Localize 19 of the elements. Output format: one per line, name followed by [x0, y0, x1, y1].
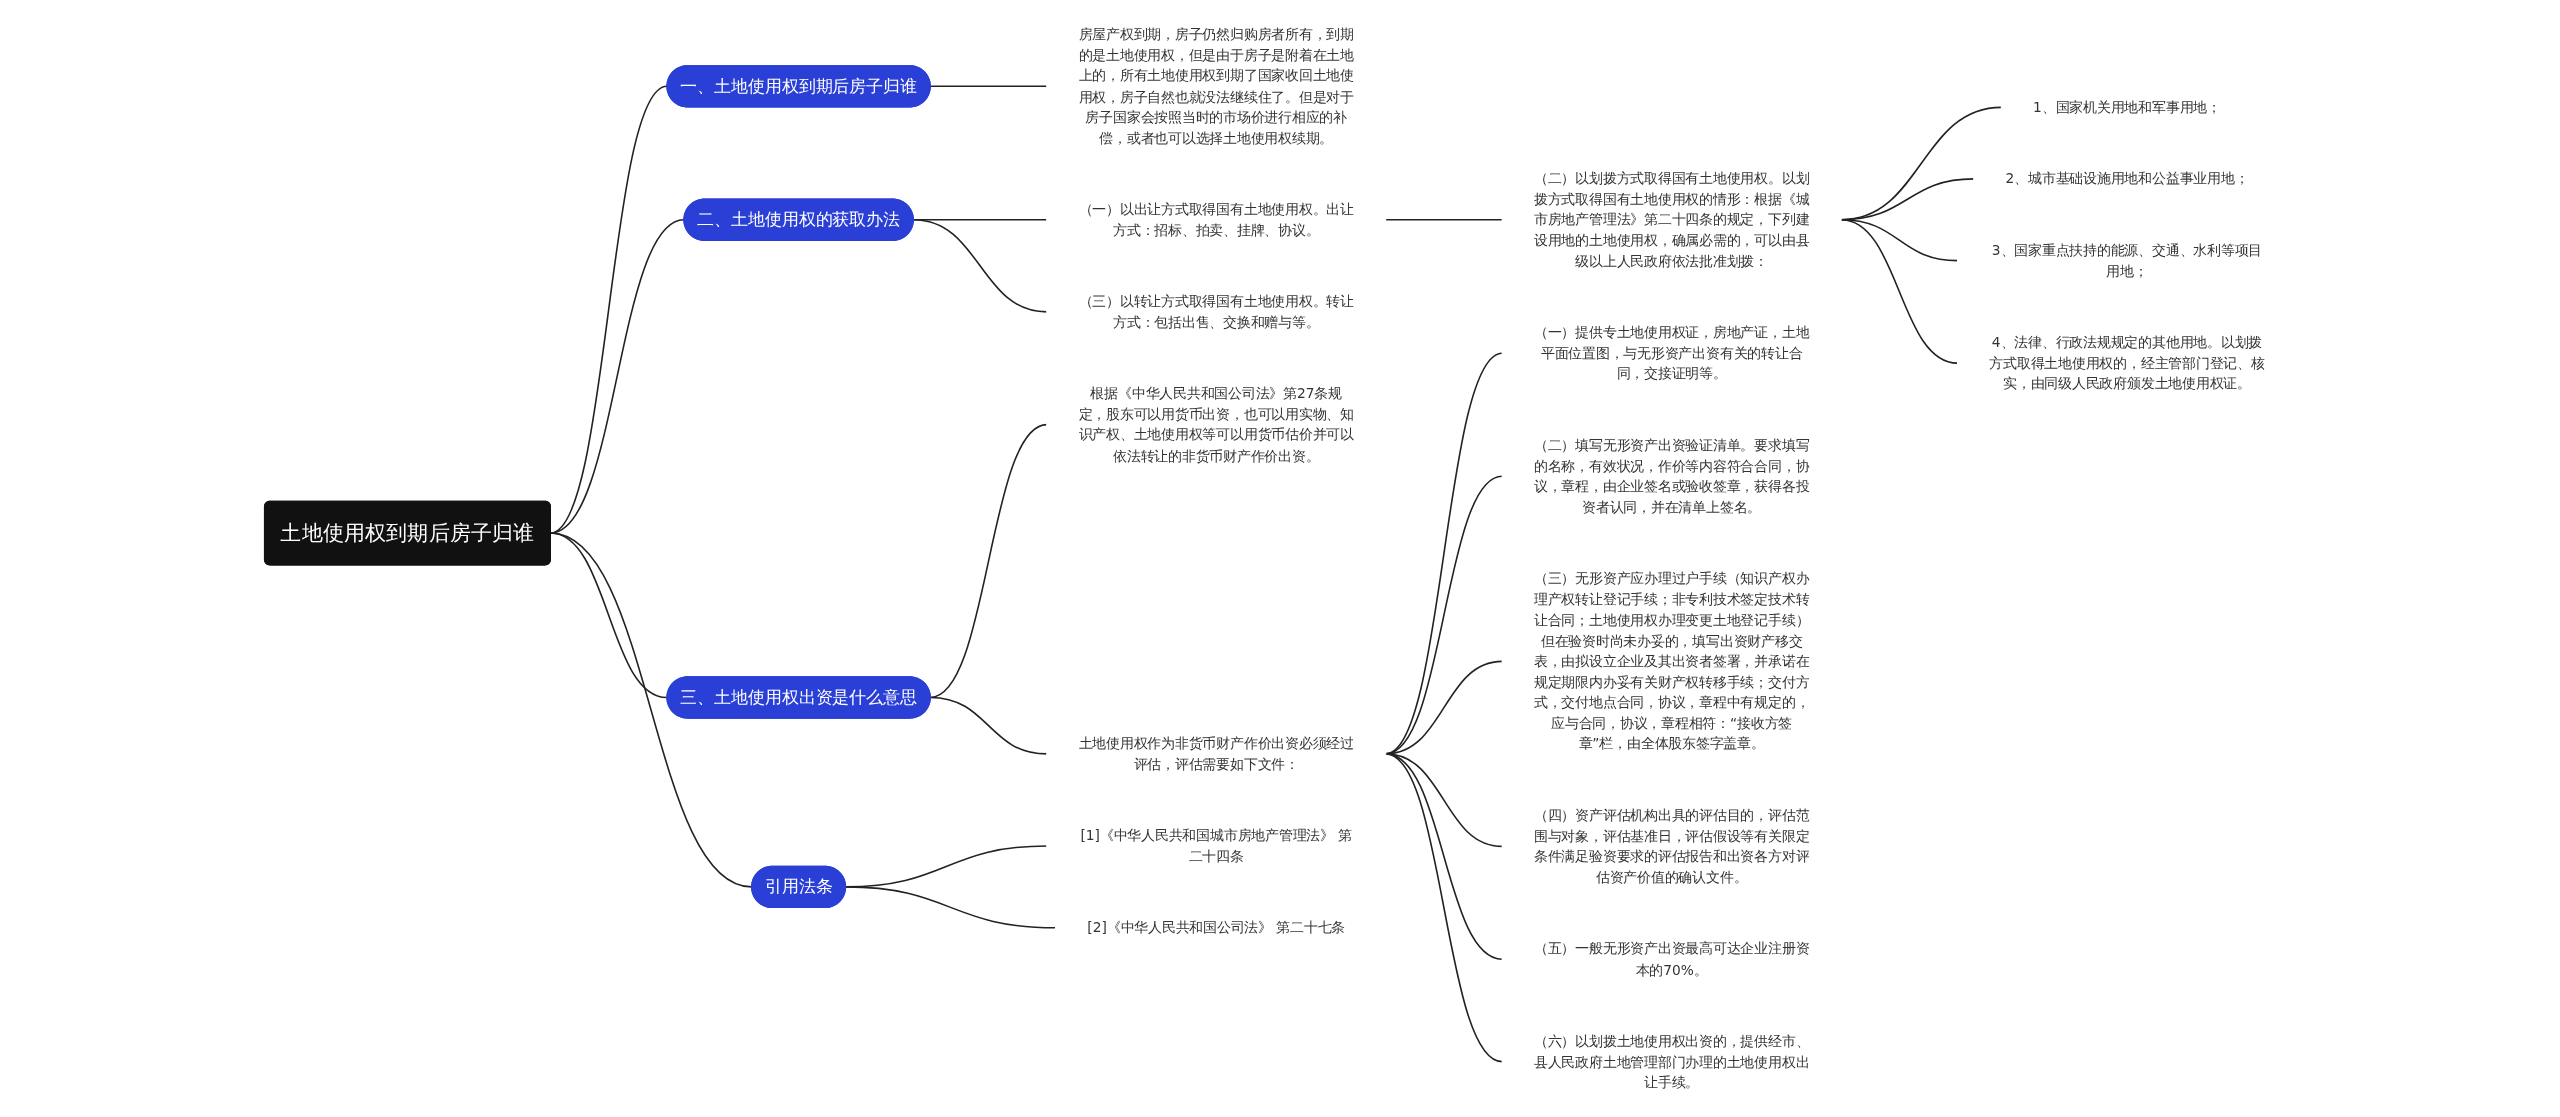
node-text: [2]《中华人民共和国公司法》 第二十七条 [1086, 919, 1345, 936]
node-text: [1]《中华人民共和国城市房地产管理法》 第二十四条 [1079, 827, 1352, 865]
node-text: 土地使用权作为非货币财产作价出资必须经过评估，评估需要如下文件： [1078, 735, 1354, 772]
node-text: （一）以出让方式取得国有土地使用权。出让方式：招标、拍卖、挂牌、协议。 [1078, 201, 1354, 238]
node-text: （三）以转让方式取得国有土地使用权。转让方式：包括出售、交换和赠与等。 [1078, 293, 1354, 330]
mind-map-drawing: 土地使用权到期后房子归谁 一、土地使用权到期后房子归谁 房屋产权到期，房子仍然归购房者所有，到期的是土地使用权，但是由于房子是附着在土地上的，所有土地使用权到期了国家收回土地使用权，房子自然也就没法继续住了。但是对于房子国家会按照当时的市场价进行相应的补偿，或者也可以选择土地使用权续期。 二、土地使用权的获取办法 （一）以出让方式取得国有土地使用权。出让方式：招标、拍卖、挂牌、协议。 （二）以划拨方式取得国有土地使用权。以划拨方式取得国有土地使用权的情形：根据《城市房地产管理法》第二十四条的规定，下列建设用地的土地使用权，确属必需的，可以由县级以上人民政府依法批准划拨： 1、国家机关用地和军事用地； 2、城市基础设施用地和公益事业用地； 3、国家重点扶持的能源、交通、水利等项目用地； 4、法律、行政法规规定的其他用地。以划拨方式取得土地使用权的，经主管部门登记、核实，由同级人民政府颁发土地使用权证。 （三）以转让方式取得国有土地使用权。转让方式：包括出售、交换和赠与等。 三、土地使用权出资是什么意思 根据《中华人民共和国公司法》第27条规定，股东可以用货币出资，也可以用实物、知识产权、土地使用权等可以用货币估价并可以依法转让的非货币财产作价出资。 土地使用权作为非货币财产作价出资必须经过评估，评估需要如下文件： （一）提供专土地使用权证，房地产证，土地平面位置图，与无形资产出资有关的转让合同，交接证明等。 （二）填写无形资产出资验证清单。要求填写的名称，有效状况，作价等内容符合合同，协议，章程，由企业签名或验收签章，获得各投资者认同，并在清单上签名。 （三）无形资产应办理过户手续（知识产权办理产权转让登记手续；非专利技术签定技术转让合同；土地使用权办理变更土地登记手续）但在验资时尚未办妥的，填写出资财产移交表，由拟设立企业及其出资者签署，并承诺在规定期限内办妥有关财产权转移手续；交付方式，交付地点合同，协议，章程中有规定的，应与合同，协议，章程相符：“接收方签章”栏，由全体股东签字盖章。 （四）资产评估机构出具的评估目的，评估范围与对象，评估基准日，评估假设等有关限定条件满足验资要求的评估报告和出资各方对评估资产价值的确认文件。 （五）一般无形资产出资最高可达企业注册资本的70%。 （六）以划拨土地使用权出资的，提供经市、县人民政府土地管理部门办理的土地使用权出让手续。 引用法条 [1]《中华人民共和国城市房地产管理法》 第二十四条 [2]《中华人民共和国公司法》 第二十七条 [255, 0, 2305, 1117]
node-text: 2、城市基础设施用地和公益事业用地； [2005, 170, 2248, 187]
node-text: 1、国家机关用地和军事用地； [2032, 99, 2221, 116]
node-text: （五）一般无形资产出资最高可达企业注册资本的70%。 [1533, 940, 1809, 978]
node-text: 3、国家重点扶持的能源、交通、水利等项目用地； [1991, 242, 2262, 279]
node-text: 根据《中华人民共和国公司法》第27条规定，股东可以用货币出资，也可以用实物、知识产权、土地使用权等可以用货币估价并可以依法转让的非货币财产作价出资。 [1078, 385, 1354, 464]
node-text: 4、法律、行政法规规定的其他用地。以划拨方式取得土地使用权的，经主管部门登记、核实，由同级人民政府颁发土地使用权证。 [1988, 334, 2265, 392]
node-text: （二）填写无形资产出资验证清单。要求填写的名称，有效状况，作价等内容符合合同，协议，章程，由企业签名或验收签章，获得各投资者认同，并在清单上签名。 [1533, 437, 1809, 515]
node-text: （二）以划拨方式取得国有土地使用权。以划拨方式取得国有土地使用权的情形：根据《城市房地产管理法》第二十四条的规定，下列建设用地的土地使用权，确属必需的，可以由县级以上人民政府依法批准划拨： [1533, 170, 1809, 269]
node-text: （一）提供专土地使用权证，房地产证，土地平面位置图，与无形资产出资有关的转让合同，交接证明等。 [1533, 324, 1809, 382]
node-text: （三）无形资产应办理过户手续（知识产权办理产权转让登记手续；非专利技术签定技术转让合同；土地使用权办理变更土地登记手续）但在验资时尚未办妥的，填写出资财产移交表，由拟设立企业及其出资者签署，并承诺在规定期限内办妥有关财产权转移手续；交付方式，交付地点合同，协议，章程中有规定的，应与合同，协议，章程相符：“接收方签章”栏，由全体股东签字盖章。 [1533, 570, 1809, 752]
node-text: 房屋产权到期，房子仍然归购房者所有，到期的是土地使用权，但是由于房子是附着在土地上的，所有土地使用权到期了国家收回土地使用权，房子自然也就没法继续住了。但是对于房子国家会按照当时的市场价进行相应的补偿，或者也可以选择土地使用权续期。 [1078, 26, 1354, 146]
node-text: （六）以划拨土地使用权出资的，提供经市、县人民政府土地管理部门办理的土地使用权出让手续。 [1533, 1032, 1809, 1090]
node-text: （四）资产评估机构出具的评估目的，评估范围与对象，评估基准日，评估假设等有关限定条件满足验资要求的评估报告和出资各方对评估资产价值的确认文件。 [1533, 807, 1809, 886]
